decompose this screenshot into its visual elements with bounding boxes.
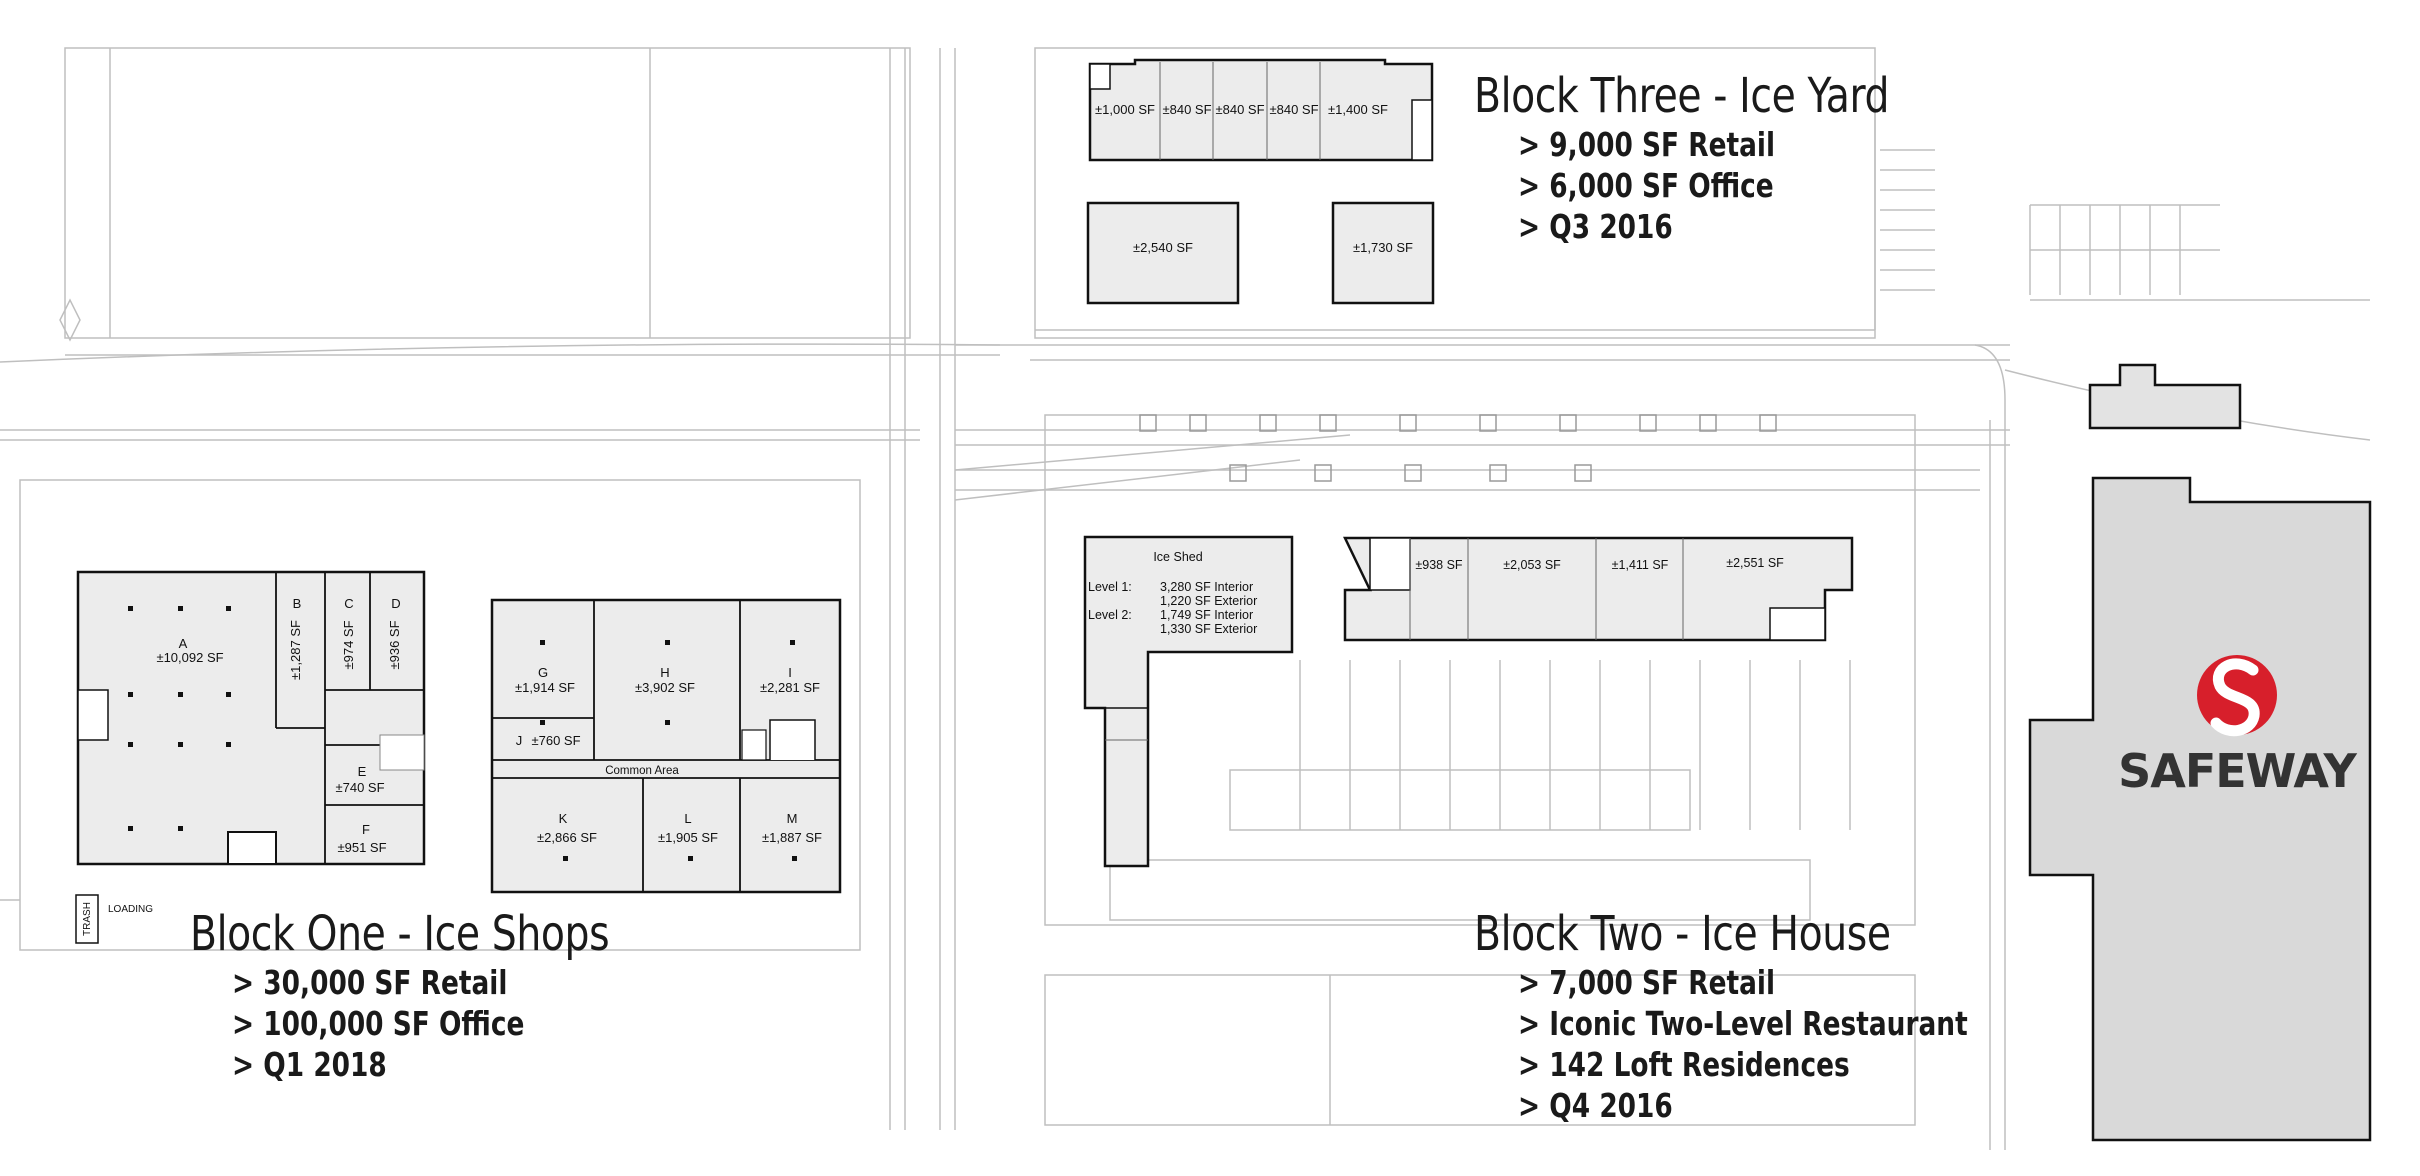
block-three-buildings: ±1,000 SF ±840 SF ±840 SF ±840 SF ±1,400…: [1086, 58, 1435, 305]
unit-label: ±1,914 SF: [515, 680, 575, 695]
unit-label: ±740 SF: [335, 780, 384, 795]
safeway-wordmark: SAFEWAY: [2118, 744, 2357, 798]
safeway-annex: [2088, 363, 2242, 430]
unit-letter: B: [293, 596, 302, 611]
unit-label: ±1,411 SF: [1612, 558, 1669, 572]
block-three-pad-b: [1331, 201, 1435, 305]
unit-label: ±974 SF: [341, 620, 356, 669]
unit-label: ±840 SF: [1269, 102, 1318, 117]
unit-label: ±2,551 SF: [1726, 556, 1784, 570]
unit-label: ±936 SF: [387, 620, 402, 669]
detail-item: > 7,000 SF Retail: [1518, 963, 1776, 1002]
common-area-label: Common Area: [605, 765, 679, 777]
unit-letter: C: [344, 596, 353, 611]
unit-label: ±760 SF: [531, 733, 580, 748]
unit-label: ±1,287 SF: [288, 620, 303, 680]
block-three-pad-a: [1086, 201, 1240, 305]
unit-label: ±1,887 SF: [762, 830, 822, 845]
ice-shed-level2-interior: 1,749 SF Interior: [1160, 608, 1253, 622]
unit-letter: L: [684, 811, 691, 826]
detail-item: > 142 Loft Residences: [1518, 1045, 1850, 1084]
unit-label: ±951 SF: [337, 840, 386, 855]
block-one-west-building: [76, 570, 426, 866]
site-linework: [0, 47, 2371, 1150]
unit-label: ±3,902 SF: [635, 680, 695, 695]
detail-item: > Q4 2016: [1518, 1086, 1673, 1125]
unit-label: ±1,905 SF: [658, 830, 718, 845]
ice-shed-level2-label: Level 2:: [1088, 608, 1132, 622]
block-three-title: Block Three - Ice Yard: [1474, 68, 1890, 124]
safeway-anchor: SAFEWAY: [2028, 363, 2372, 1142]
unit-letter: E: [358, 764, 367, 779]
block-two-details: > 7,000 SF Retail > Iconic Two-Level Res…: [1518, 962, 1968, 1126]
unit-label: ±840 SF: [1162, 102, 1211, 117]
unit-label: ±2,540 SF: [1133, 240, 1193, 255]
unit-label: ±2,866 SF: [537, 830, 597, 845]
block-one-east-building: [490, 598, 842, 894]
detail-item: > 9,000 SF Retail: [1518, 125, 1776, 164]
unit-letter: M: [787, 811, 798, 826]
block-three-details: > 9,000 SF Retail > 6,000 SF Office > Q3…: [1518, 124, 1775, 247]
unit-label: ±938 SF: [1415, 558, 1463, 572]
unit-label: ±1,000 SF: [1095, 102, 1155, 117]
loading-label: LOADING: [108, 904, 153, 915]
block-three-retail-strip: [1088, 58, 1434, 162]
unit-label: ±2,281 SF: [760, 680, 820, 695]
structural-columns: [128, 606, 797, 861]
block-two-title: Block Two - Ice House: [1474, 906, 1891, 962]
unit-letter: A: [179, 636, 188, 651]
trash-label: TRASH: [82, 902, 93, 936]
ice-shed-title: Ice Shed: [1153, 550, 1202, 564]
detail-item: > Q1 2018: [232, 1045, 387, 1084]
detail-item: > 30,000 SF Retail: [232, 963, 508, 1002]
unit-letter: I: [788, 665, 792, 680]
unit-letter: G: [538, 665, 548, 680]
unit-label: ±1,730 SF: [1353, 240, 1413, 255]
block-one-buildings: A ±10,092 SF B ±1,287 SF C ±974 SF D ±93…: [75, 570, 842, 944]
detail-item: > 6,000 SF Office: [1518, 166, 1774, 205]
safeway-building: [2028, 476, 2372, 1142]
unit-letter: K: [559, 811, 568, 826]
ice-shed-level1-exterior: 1,220 SF Exterior: [1160, 594, 1257, 608]
block-one-title: Block One - Ice Shops: [190, 906, 610, 962]
ice-shed-level1-label: Level 1:: [1088, 580, 1132, 594]
detail-item: > Q3 2016: [1518, 207, 1673, 246]
unit-label: ±2,053 SF: [1503, 558, 1561, 572]
unit-letter: H: [660, 665, 669, 680]
unit-label: ±840 SF: [1215, 102, 1264, 117]
block-two-buildings: Ice Shed Level 1: 3,280 SF Interior 1,22…: [1083, 535, 1854, 868]
safeway-logo-icon: [2197, 655, 2277, 737]
detail-item: > 100,000 SF Office: [232, 1004, 525, 1043]
unit-label: ±1,400 SF: [1328, 102, 1388, 117]
ice-shed-level2-exterior: 1,330 SF Exterior: [1160, 622, 1257, 636]
block-one-details: > 30,000 SF Retail > 100,000 SF Office >…: [232, 962, 524, 1085]
unit-letter: F: [362, 822, 370, 837]
detail-item: > Iconic Two-Level Restaurant: [1518, 1004, 1968, 1043]
unit-label: ±10,092 SF: [156, 650, 223, 665]
ice-shed-level1-interior: 3,280 SF Interior: [1160, 580, 1253, 594]
unit-letter: J: [516, 733, 523, 748]
unit-letter: D: [391, 596, 400, 611]
